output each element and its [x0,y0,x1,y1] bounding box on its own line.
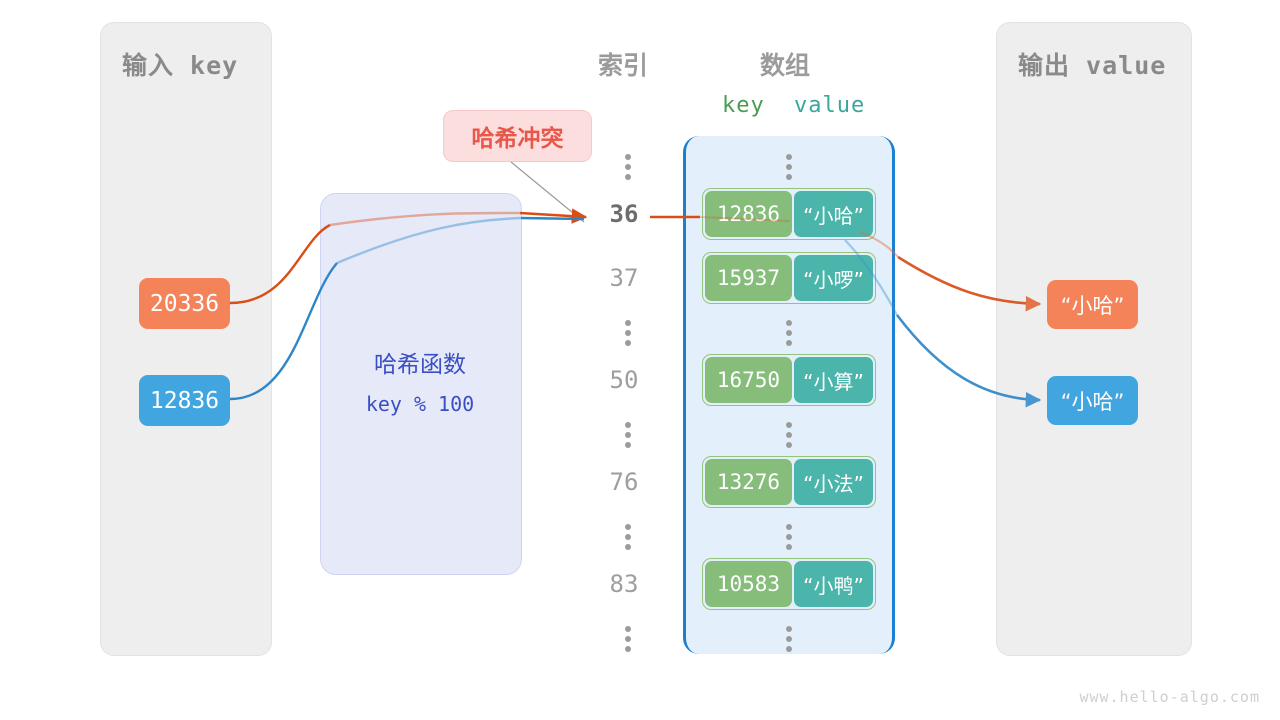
hash-collision-label: 哈希冲突 [443,110,592,162]
bucket-key: 15937 [705,255,792,301]
index-label-83: 83 [609,570,639,598]
array-column-heading: 数组 [760,51,811,80]
output-value-chip-0[interactable]: “小哈” [1047,280,1138,329]
bucket-83[interactable]: 10583“小鸭” [702,558,876,610]
array-ellipsis [785,422,793,448]
bucket-value: “小鸭” [793,561,873,607]
array-ellipsis [785,320,793,346]
index-label-76: 76 [609,468,639,496]
bucket-value: “小啰” [793,255,873,301]
value-sub-heading: value [794,93,866,118]
index-ellipsis [624,320,632,346]
index-label-37: 37 [609,264,639,292]
index-ellipsis [624,524,632,550]
bucket-37[interactable]: 15937“小啰” [702,252,876,304]
index-ellipsis [624,154,632,180]
output-panel-title: 输出 value [1018,51,1167,80]
bucket-76[interactable]: 13276“小法” [702,456,876,508]
bucket-value: “小哈” [793,191,873,237]
input-panel-title: 输入 key [122,51,239,80]
output-value-panel [996,22,1192,656]
wire-orange-hash-to-index [519,208,588,224]
index-ellipsis [624,422,632,448]
bucket-key: 16750 [705,357,792,403]
index-column-heading: 索引 [598,51,649,80]
key-sub-heading: key [722,93,765,118]
index-label-36: 36 [609,200,639,228]
array-ellipsis [785,154,793,180]
bucket-key: 12836 [705,191,792,237]
bucket-key: 10583 [705,561,792,607]
input-key-chip-12836[interactable]: 12836 [139,375,230,426]
output-value-chip-1[interactable]: “小哈” [1047,376,1138,425]
bucket-key: 13276 [705,459,792,505]
input-key-chip-20336[interactable]: 20336 [139,278,230,329]
bucket-36[interactable]: 12836“小哈” [702,188,876,240]
hash-function-formula: key % 100 [365,392,475,416]
wire-blue-hash-to-index [520,216,585,221]
index-ellipsis [624,626,632,652]
array-ellipsis [785,524,793,550]
hash-function-title: 哈希函数 [374,352,466,378]
bucket-value: “小法” [793,459,873,505]
index-label-50: 50 [609,366,639,394]
hash-function-box [320,193,522,575]
bucket-50[interactable]: 16750“小算” [702,354,876,406]
input-key-panel [100,22,272,656]
bucket-value: “小算” [793,357,873,403]
array-ellipsis [785,626,793,652]
site-watermark: www.hello-algo.com [1079,688,1260,706]
